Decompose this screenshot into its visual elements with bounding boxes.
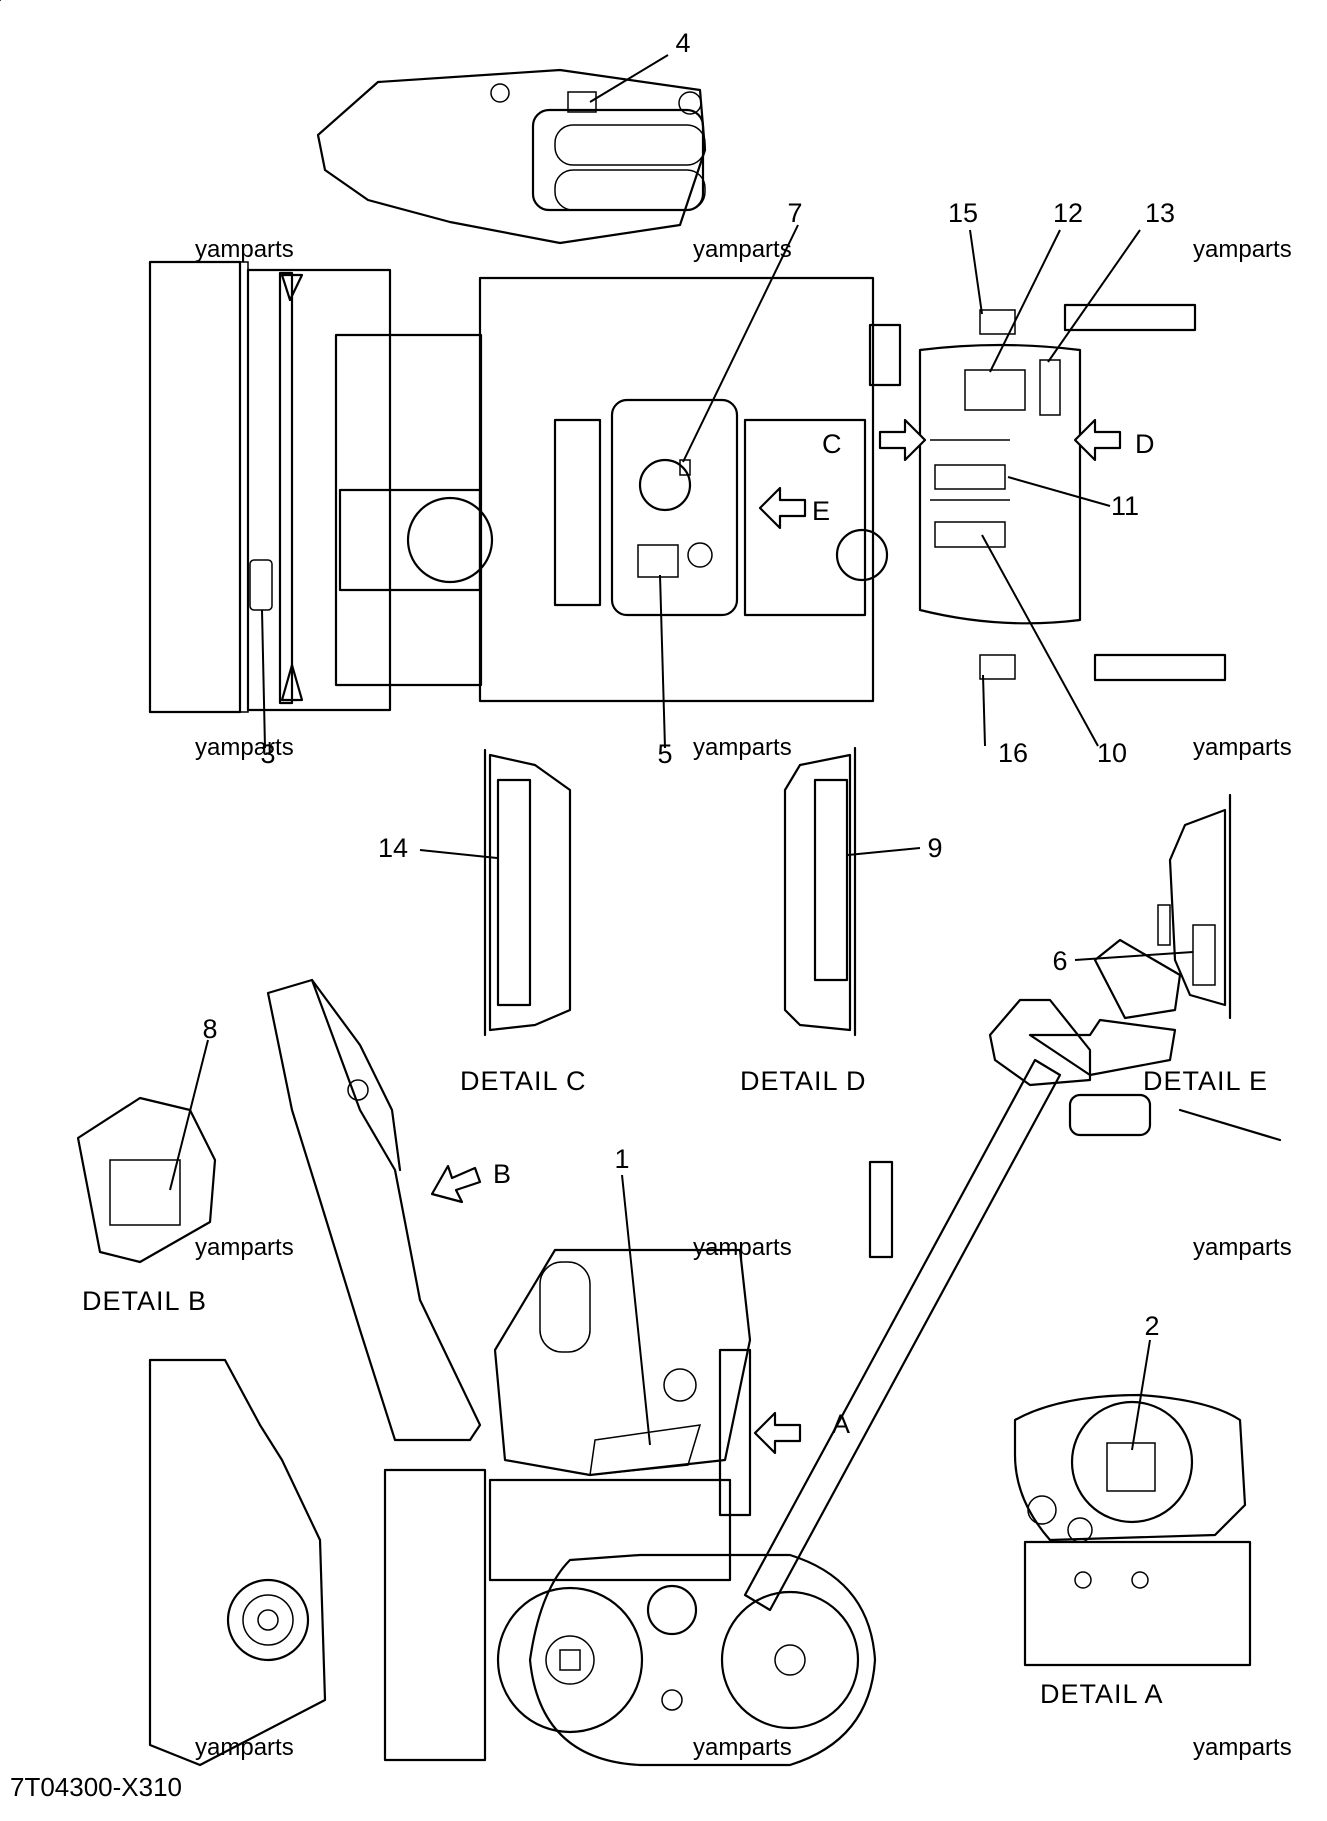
watermark: yamparts [693, 1234, 792, 1261]
callout-13: 13 [1145, 198, 1175, 228]
side-view [148, 938, 1282, 1767]
callout-3: 3 [260, 739, 275, 769]
detail-label-c: DETAIL C [460, 1066, 587, 1096]
detail-label-b: DETAIL B [82, 1286, 207, 1316]
watermark: yamparts [1193, 1234, 1292, 1261]
label-8-mark [109, 1159, 181, 1226]
detail-a-drawing [1013, 1393, 1252, 1667]
callout-2: 2 [1144, 1311, 1159, 1341]
detail-c-drawing [483, 748, 572, 1037]
watermark: yamparts [195, 734, 294, 761]
callout-15: 15 [948, 198, 978, 228]
watermark: yamparts [693, 734, 792, 761]
callout-16: 16 [998, 738, 1028, 768]
label-1-mark [589, 1424, 702, 1476]
detail-e-drawing [1157, 793, 1232, 1020]
label-10-mark [934, 521, 1006, 548]
watermark: yamparts [195, 1234, 294, 1261]
label-13-mark [1039, 359, 1061, 416]
watermark: yamparts [693, 1734, 792, 1761]
top-view [0, 0, 1227, 714]
watermark: yamparts [1193, 236, 1292, 263]
part-code: 7T04300-X310 [10, 1772, 182, 1802]
callout-5: 5 [657, 739, 672, 769]
callout-10: 10 [1097, 738, 1127, 768]
callout-7: 7 [787, 198, 802, 228]
watermarks: yamparts yamparts yamparts yamparts yamp… [195, 236, 1292, 1761]
view-letter-d: D [1135, 429, 1155, 459]
view-letter-e: E [812, 496, 830, 526]
callout-14: 14 [378, 833, 408, 863]
watermark: yamparts [195, 1734, 294, 1761]
label-6-mark [1192, 924, 1216, 986]
detail-label-a: DETAIL A [1040, 1679, 1164, 1709]
detail-label-e: DETAIL E [1143, 1066, 1268, 1096]
leader-lines [169, 54, 1194, 1451]
callout-9: 9 [927, 833, 942, 863]
view-letter-c: C [822, 429, 842, 459]
detail-b-drawing [76, 1096, 217, 1264]
callout-6: 6 [1052, 946, 1067, 976]
label-16-mark [979, 654, 1016, 680]
label-2-mark [1106, 1442, 1156, 1492]
label-5-mark [637, 544, 679, 578]
callout-4: 4 [675, 28, 690, 58]
callout-numbers: 1 2 3 4 5 6 7 8 9 10 11 12 13 14 15 16 [202, 28, 1175, 1341]
view-letters: A B C D E [493, 429, 1155, 1439]
detail-labels: DETAIL A DETAIL B DETAIL C DETAIL D DETA… [82, 1066, 1268, 1709]
watermark: yamparts [1193, 734, 1292, 761]
label-4-mark [567, 91, 597, 113]
label-11-mark [934, 464, 1006, 490]
watermark: yamparts [1193, 1734, 1292, 1761]
watermark: yamparts [693, 236, 792, 263]
view-letter-b: B [493, 1159, 511, 1189]
detail-label-d: DETAIL D [740, 1066, 867, 1096]
callout-12: 12 [1053, 198, 1083, 228]
callout-1: 1 [614, 1144, 629, 1174]
label-3-mark [249, 559, 273, 611]
label-12-mark [964, 369, 1026, 411]
callout-11: 11 [1111, 491, 1139, 521]
detail-d-drawing [783, 746, 857, 1037]
view-letter-a: A [832, 1409, 850, 1439]
watermark: yamparts [195, 236, 294, 263]
callout-8: 8 [202, 1014, 217, 1044]
